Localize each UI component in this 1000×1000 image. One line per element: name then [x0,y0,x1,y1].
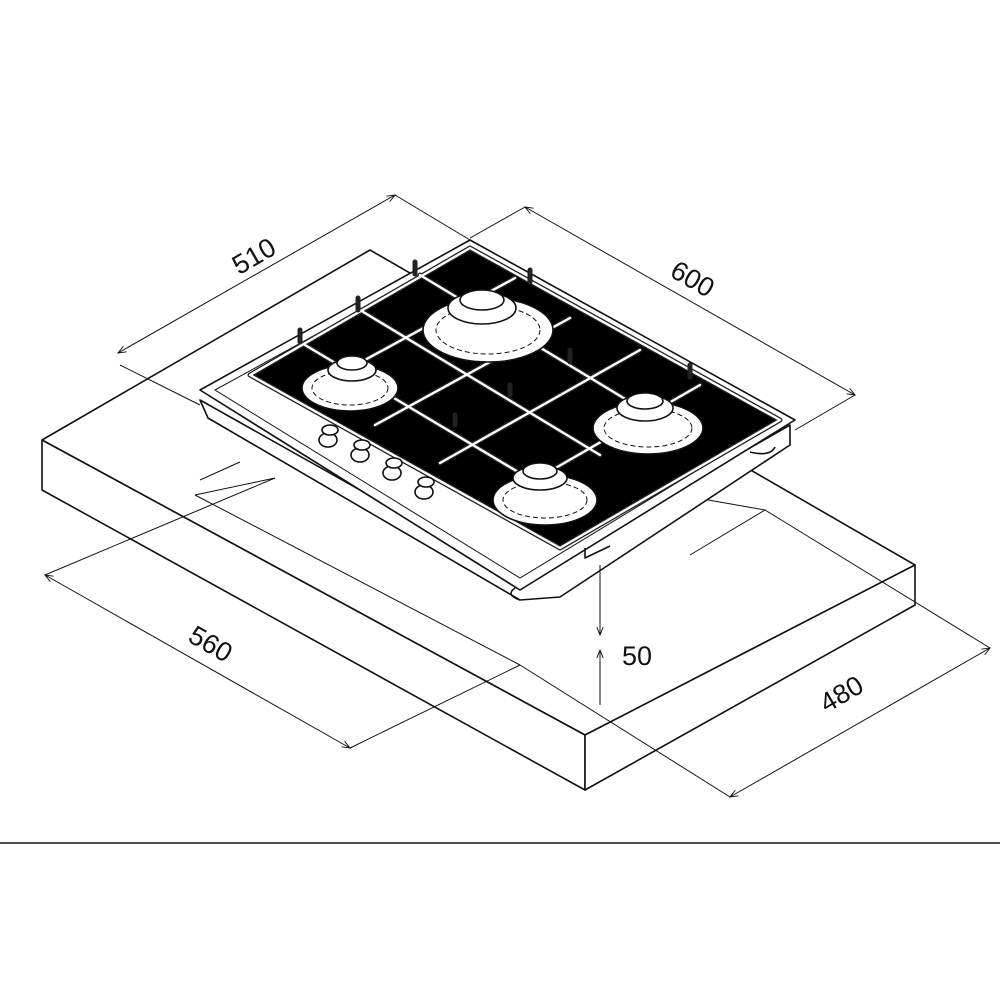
dim-560-line [43,574,352,749]
dim-label-50: 50 [622,641,652,671]
dim-label-600: 600 [665,255,719,304]
burner-left-small [301,355,399,412]
control-knobs [318,424,435,500]
dim-480-line [728,647,992,798]
dimension-lines [43,194,992,798]
hob-front-edge [199,399,791,601]
knob-2 [350,439,371,463]
dim-label-510: 510 [227,232,281,281]
dim-label-480: 480 [814,670,868,719]
knob-3 [382,457,403,481]
dim-label-560: 560 [183,620,237,669]
burner-front-medium [492,462,598,526]
knob-1 [318,424,339,448]
dim-600-line [523,206,857,396]
hob-front-tab [584,545,611,559]
burner-right-medium [592,392,704,455]
knob-4 [414,476,435,500]
dim-510-line [116,194,397,354]
